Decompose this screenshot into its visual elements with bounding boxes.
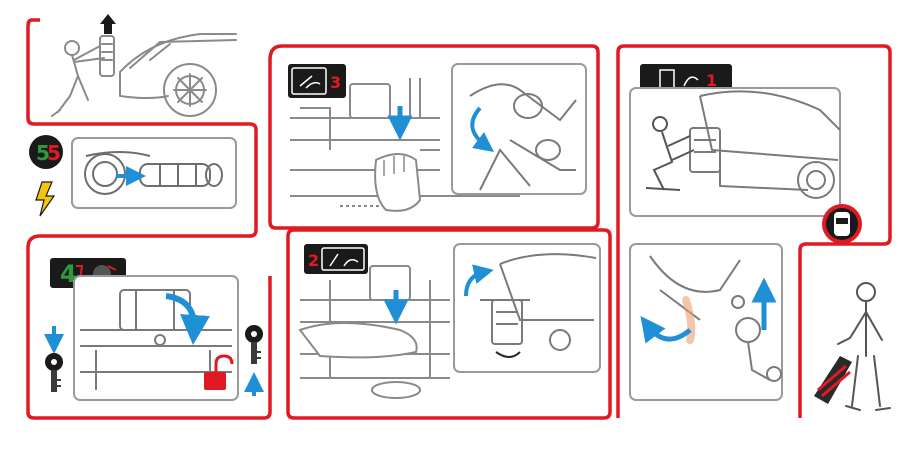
twist-inset bbox=[451, 63, 587, 195]
step-five-digit-b: 5 bbox=[47, 141, 61, 165]
key-icon-left bbox=[44, 326, 64, 392]
key-icon-right bbox=[244, 325, 264, 396]
svg-text:3: 3 bbox=[330, 73, 341, 92]
ball-inset bbox=[629, 243, 783, 401]
step-five-digit-a: 5 bbox=[36, 141, 50, 165]
lock-inset bbox=[73, 275, 239, 401]
step-four-digit: 4 bbox=[60, 260, 77, 288]
step-two-badge: 2 bbox=[304, 244, 368, 274]
step-three-badge: 3 bbox=[288, 64, 346, 98]
red-frame-lines bbox=[26, 18, 892, 420]
carried-rack bbox=[814, 356, 852, 404]
up-arrow-icon bbox=[100, 14, 116, 34]
carrier-closeup-top bbox=[290, 78, 520, 207]
unlock-padlock-icon bbox=[204, 354, 234, 390]
lightning-bolt-icon bbox=[35, 181, 56, 217]
hand-top bbox=[374, 153, 422, 212]
car-silhouette-icon bbox=[822, 204, 862, 244]
hand-bottom bbox=[298, 322, 418, 359]
person-carrying-rack-icon bbox=[837, 282, 891, 411]
car-rear-scene bbox=[629, 87, 841, 217]
socket-inset bbox=[71, 137, 237, 209]
hitch-inset bbox=[453, 243, 601, 373]
step-five-badge: 5 5 bbox=[29, 135, 63, 169]
svg-text:2: 2 bbox=[308, 251, 319, 270]
panel-car-lift bbox=[51, 33, 237, 117]
svg-text:1: 1 bbox=[706, 71, 717, 90]
